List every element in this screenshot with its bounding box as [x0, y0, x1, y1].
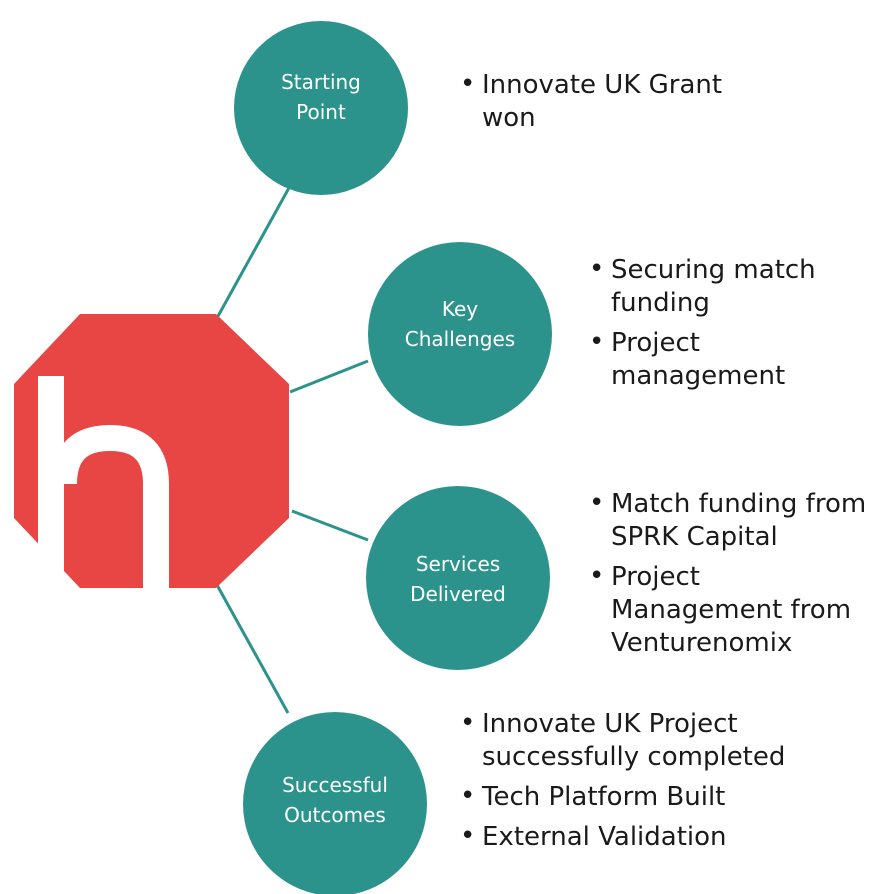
hub-logo-letter — [38, 376, 169, 588]
node-label-line: Delivered — [410, 582, 506, 606]
node-label-line: Starting — [281, 70, 361, 94]
bullet-item: Innovate UK Project successfully complet… — [458, 707, 788, 774]
bullet-list-successful-outcomes: Innovate UK Project successfully complet… — [458, 707, 788, 861]
connector-line-key-challenges — [289, 359, 369, 394]
bullet-item: Project Management from Venturenomix — [587, 560, 874, 660]
node-label-line: Outcomes — [284, 803, 386, 827]
bullet-item: Innovate UK Grant won — [458, 68, 758, 135]
bullet-list-starting-point: Innovate UK Grant won — [458, 68, 758, 142]
bullet-item: Tech Platform Built — [458, 780, 788, 814]
node-label-line: Challenges — [404, 327, 516, 351]
connector-line-successful-outcomes — [215, 584, 290, 714]
node-label-starting-point: Starting Point — [246, 67, 396, 127]
node-circle-services-delivered — [366, 486, 550, 670]
bullet-list-services-delivered: Match funding from SPRK Capital Project … — [587, 487, 874, 667]
node-label-line: Point — [296, 100, 346, 124]
connector-line-starting-point — [215, 185, 292, 319]
node-label-line: Successful — [282, 773, 388, 797]
node-label-line: Services — [415, 552, 501, 576]
bullet-item: Project management — [587, 326, 847, 393]
connector-line-services-delivered — [291, 509, 369, 542]
bullet-list-key-challenges: Securing match funding Project managemen… — [587, 253, 847, 400]
bullet-item: Match funding from SPRK Capital — [587, 487, 874, 554]
node-circle-starting-point — [234, 21, 408, 195]
node-label-successful-outcomes: Successful Outcomes — [260, 770, 410, 830]
hub-logo — [14, 314, 289, 588]
node-label-services-delivered: Services Delivered — [383, 549, 533, 609]
node-circle-successful-outcomes — [243, 712, 427, 894]
node-circle-key-challenges — [368, 242, 552, 426]
hub-logo-letter-arch — [51, 424, 169, 588]
bullet-item: Securing match funding — [587, 253, 847, 320]
bullet-item: External Validation — [458, 820, 788, 854]
node-label-key-challenges: Key Challenges — [385, 294, 535, 354]
node-label-line: Key — [441, 297, 479, 321]
